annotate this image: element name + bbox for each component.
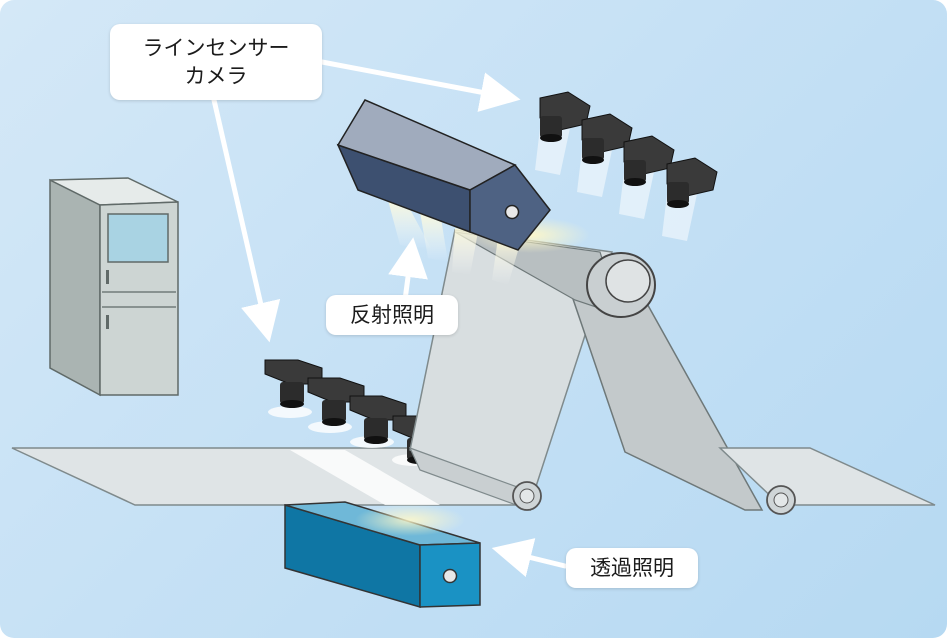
cabinet-handle bbox=[106, 315, 109, 329]
camera-icon bbox=[666, 157, 718, 208]
label-reflected-lighting-text: 反射照明 bbox=[350, 303, 434, 327]
camera-icon bbox=[349, 395, 407, 444]
arrow-to-upper-cameras bbox=[319, 59, 521, 112]
transmitted-light-band bbox=[290, 450, 440, 505]
label-transmitted-lighting-text: 透過照明 bbox=[590, 556, 674, 580]
label-line-sensor-camera-line2: カメラ bbox=[184, 64, 248, 88]
arrow-to-lower-cameras bbox=[211, 97, 281, 343]
line-sensor-cameras-upper bbox=[535, 91, 718, 241]
label-reflected-lighting: 反射照明 bbox=[326, 295, 458, 335]
arrow-to-reflected-light bbox=[388, 237, 428, 303]
callout-arrows bbox=[211, 59, 568, 577]
label-line-sensor-camera: ラインセンサー カメラ bbox=[110, 24, 322, 100]
camera-icon bbox=[539, 91, 591, 142]
cabinet-monitor bbox=[107, 213, 169, 263]
cabinet-side bbox=[49, 178, 101, 397]
label-transmitted-lighting: 透過照明 bbox=[566, 548, 698, 588]
roller-lower-left bbox=[408, 446, 542, 512]
web-sheet-descending bbox=[570, 295, 764, 511]
camera-icon bbox=[623, 135, 675, 186]
reflected-lighting-unit bbox=[336, 99, 590, 285]
roller-lower-right bbox=[766, 485, 796, 515]
cabinet-handle bbox=[106, 270, 109, 284]
label-line-sensor-camera-line1: ラインセンサー bbox=[142, 36, 290, 60]
arrow-to-transmitted-light bbox=[491, 538, 568, 577]
control-cabinet bbox=[49, 177, 179, 397]
transmitted-lighting-unit bbox=[284, 501, 481, 608]
